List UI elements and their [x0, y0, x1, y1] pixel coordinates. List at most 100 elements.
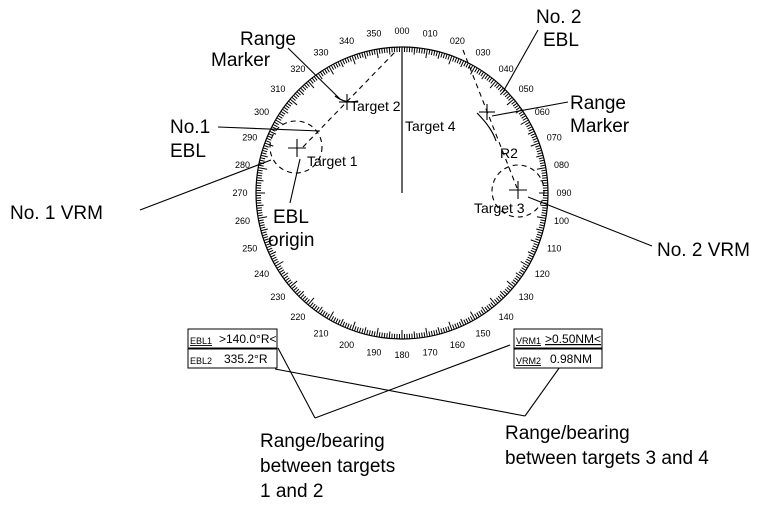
bearing-tick — [512, 279, 518, 284]
bearing-tick — [260, 228, 268, 232]
bearing-tick — [511, 100, 516, 105]
bearing-degree-label: 230 — [270, 292, 285, 302]
bearing-tick — [257, 174, 263, 177]
bearing-degree-label: 210 — [313, 328, 328, 338]
bearing-tick — [324, 68, 328, 74]
bearing-tick — [366, 51, 369, 57]
bearing-tick — [267, 247, 273, 251]
bearing-tick — [349, 324, 352, 330]
bearing-tick — [528, 128, 534, 132]
bearing-tick — [465, 318, 469, 324]
bearing-tick — [275, 261, 284, 267]
bearing-tick — [270, 254, 276, 258]
bearing-tick — [322, 310, 326, 316]
r2-label: R2 — [500, 145, 518, 161]
bearing-tick — [315, 306, 320, 312]
bearing-tick — [361, 328, 364, 334]
bearing-tick — [499, 87, 504, 92]
bearing-tick — [330, 65, 335, 70]
bearing-tick — [256, 207, 262, 209]
bearing-tick — [421, 332, 423, 338]
bearing-tick — [317, 306, 323, 313]
bearing-tick — [260, 157, 266, 160]
ebl-origin-callout-line2: origin — [268, 230, 314, 251]
bearing-tick — [256, 177, 262, 179]
bearing-tick — [447, 326, 451, 332]
bearing-tick — [521, 115, 527, 119]
vrm2-callout: No. 2 VRM — [657, 240, 750, 261]
bearing-degree-label: 180 — [394, 350, 409, 360]
bearing-tick — [514, 277, 519, 282]
bearing-tick — [339, 60, 344, 68]
bearing-tick — [541, 174, 547, 177]
bearing-tick — [474, 67, 478, 73]
bearing-tick — [326, 67, 330, 73]
bearing-degree-label: 300 — [254, 107, 269, 117]
bearing-tick — [540, 204, 548, 207]
target-2-marker — [339, 94, 355, 110]
bearing-tick — [256, 204, 264, 207]
bearing-tick — [452, 324, 455, 330]
bearing-tick — [490, 79, 495, 84]
bearing-tick — [528, 254, 534, 258]
bearing-tick — [291, 285, 296, 290]
bearing-degree-label: 310 — [270, 84, 285, 94]
bearing-tick — [272, 258, 278, 262]
bearing-degree-label: 270 — [232, 188, 247, 198]
bearing-tick — [328, 311, 334, 320]
bearing-tick — [257, 172, 263, 174]
ebl2-readout-value: 335.2°R — [224, 352, 268, 366]
bearing-tick — [271, 126, 277, 130]
bearing-tick — [324, 312, 328, 318]
range-marker-right-callout-line2: Marker — [570, 116, 630, 137]
bearing-tick — [445, 53, 448, 60]
bearing-tick — [260, 154, 268, 158]
bearing-tick — [313, 76, 318, 81]
bearing-tick — [257, 209, 263, 212]
bearing-tick — [527, 251, 535, 256]
bearing-tick — [442, 53, 446, 59]
bearing-tick — [358, 53, 362, 59]
bearing-tick — [484, 306, 489, 312]
bearing-degree-label: 250 — [242, 243, 257, 253]
bearing-tick — [346, 323, 350, 329]
bearing-tick — [503, 91, 508, 96]
bearing-tick — [484, 74, 489, 80]
bearing-tick — [428, 331, 431, 337]
bearing-tick — [268, 249, 274, 253]
bearing-tick — [515, 272, 522, 278]
bearing-tick — [361, 52, 364, 58]
bearing-tick — [259, 221, 265, 224]
bearing-tick — [328, 66, 334, 75]
bearing-tick — [326, 313, 330, 319]
bearing-tick — [435, 329, 438, 335]
bearing-tick — [530, 133, 536, 137]
bearing-tick — [428, 49, 431, 55]
bearing-tick — [497, 295, 502, 301]
bearing-tick — [535, 236, 542, 239]
bearing-degree-label: 190 — [366, 348, 381, 358]
leader-lines — [139, 29, 653, 419]
bearing-tick — [490, 302, 495, 307]
bearing-tick — [541, 172, 547, 174]
vrm2-circle — [491, 164, 545, 218]
bearing-tick — [300, 87, 305, 92]
range-marker-left-callout-line1: Range — [240, 29, 296, 50]
bearing-tick — [440, 52, 443, 58]
bearing-degree-label: 160 — [450, 340, 465, 350]
bearing-tick — [283, 106, 289, 111]
vrm2-readout-box — [513, 348, 603, 369]
bearing-tick — [258, 219, 264, 222]
bearing-degree-label: 030 — [475, 48, 490, 58]
bearing-tick — [358, 327, 362, 333]
bearing-tick — [293, 94, 298, 100]
bearing-tick — [522, 265, 528, 269]
targets-3-4-callout-line1: Range/bearing — [505, 423, 630, 444]
vrm2-readout-value: 0.98NM — [550, 352, 592, 366]
bearing-tick — [307, 297, 315, 306]
targets-3-4-callout-line2: between targets 3 and 4 — [505, 448, 709, 469]
bearing-tick — [342, 59, 346, 65]
bearing-tick — [378, 332, 381, 338]
target-4-marker — [479, 104, 495, 120]
bearing-tick — [465, 62, 469, 68]
